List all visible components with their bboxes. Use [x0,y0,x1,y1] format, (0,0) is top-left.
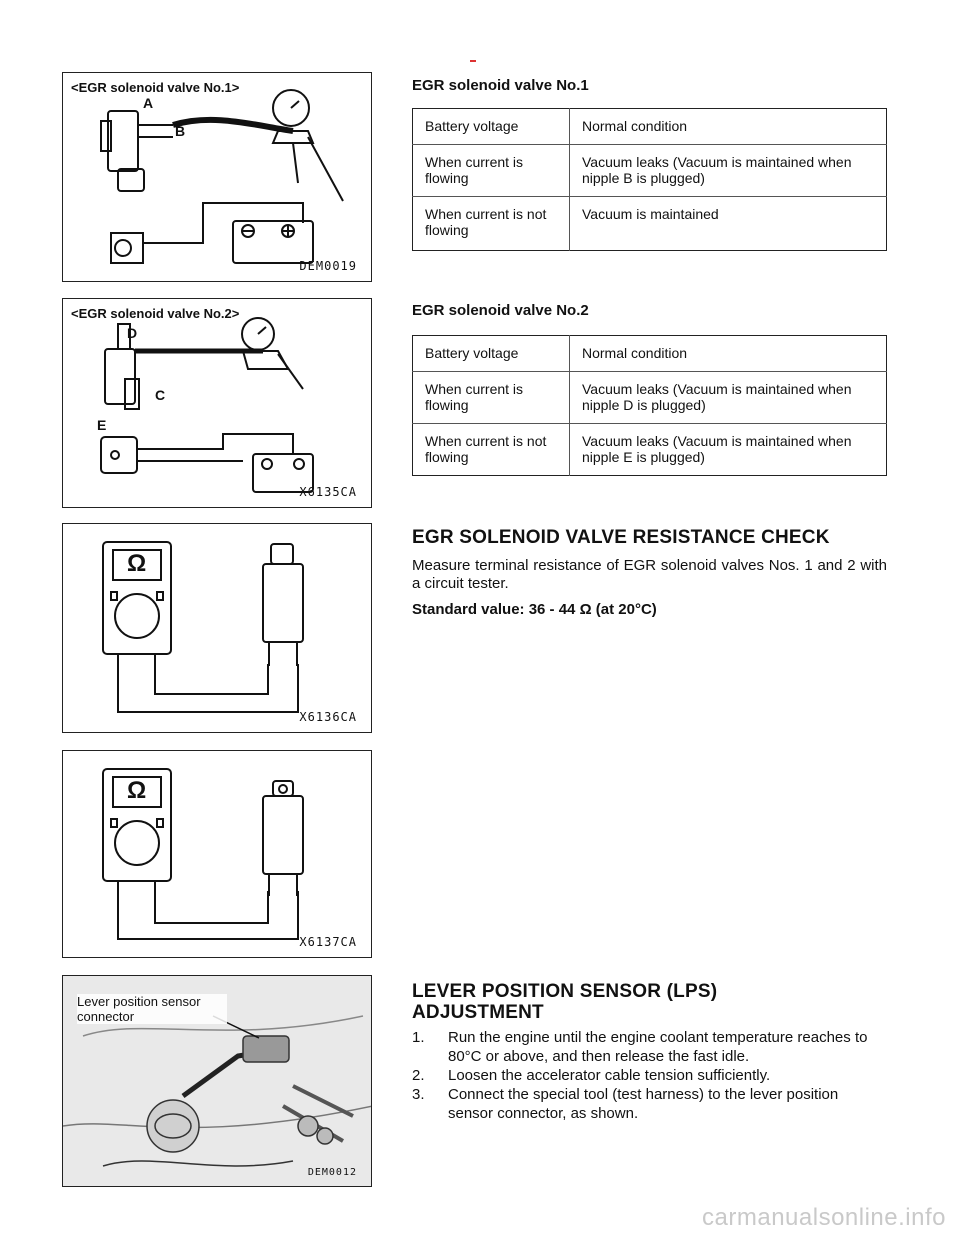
label-c: C [155,387,166,403]
figure-code: DEM0019 [299,259,357,273]
table-cell: When current is not flowing [412,196,570,251]
figure-title: <EGR solenoid valve No.2> [71,306,240,321]
watermark: carmanualsonline.info [702,1204,946,1231]
figure-egr-valve-2: <EGR solenoid valve No.2> D C E X6135CA [62,298,372,508]
figure-lps-connector-photo: Lever position sensor connector DEM0012 [62,975,372,1187]
label-a: A [143,95,154,111]
resistance-body: Measure terminal resistance of EGR solen… [412,557,887,592]
table-cell: Vacuum is maintained [569,196,887,251]
label-e: E [97,417,107,433]
figure-code: DEM0012 [307,1167,357,1178]
step-text: Loosen the accelerator cable tension suf… [448,1067,771,1084]
photo-callout-line1: Lever position sensor [77,994,201,1009]
table-cell: When current is flowing [412,144,570,197]
egr2-table: Battery voltage Normal condition When cu… [412,335,887,476]
table-cell: Vacuum leaks (Vacuum is maintained when … [569,144,887,197]
egr2-title: EGR solenoid valve No.2 [412,302,589,319]
egr1-table: Battery voltage Normal condition When cu… [412,108,887,251]
step-number: 1. [412,1029,425,1046]
figure-code: X6135CA [299,485,357,499]
figure-code: X6136CA [299,710,357,724]
table-cell: Normal condition [582,118,688,134]
list-item: 3. Connect the special tool (test harnes… [412,1085,887,1123]
tester-valve-2-drawing [102,768,304,940]
photo-callout-line2: connector [77,1009,135,1024]
label-b: B [175,123,186,139]
table-row: When current is not flowing Vacuum leaks… [412,423,887,476]
table-row: Battery voltage Normal condition [412,335,887,372]
figure-title: <EGR solenoid valve No.1> [71,80,240,95]
table-row: When current is flowing Vacuum leaks (Va… [412,371,887,424]
step-text: Run the engine until the engine coolant … [448,1029,868,1065]
egr1-title: EGR solenoid valve No.1 [412,77,589,94]
step-text: Connect the special tool (test harness) … [448,1086,839,1122]
label-d: D [127,325,138,341]
standard-value: Standard value: 36 - 44 Ω (at 20°C) [412,601,657,618]
figure-tester-valve-2: Ω X6137CA [62,750,372,958]
table-row: When current is not flowing Vacuum is ma… [412,196,887,251]
top-red-mark [470,60,476,62]
resistance-body-block: Measure terminal resistance of EGR solen… [412,557,887,619]
table-cell: Vacuum leaks (Vacuum is maintained when … [569,423,887,476]
lps-title-line1: LEVER POSITION SENSOR (LPS) [412,981,718,1002]
figure-tester-valve-1: Ω X6136CA [62,523,372,733]
egr-valve-1-drawing [100,89,344,264]
table-cell: Battery voltage [412,335,570,372]
figure-egr-valve-1: <EGR solenoid valve No.1> A B DEM0019 [62,72,372,282]
ohm-symbol: Ω [127,550,147,577]
step-number: 3. [412,1086,425,1103]
table-cell: Vacuum leaks (Vacuum is maintained when … [569,371,887,424]
lps-title: LEVER POSITION SENSOR (LPS) ADJUSTMENT [412,981,887,1023]
lps-title-line2: ADJUSTMENT [412,1002,544,1023]
table-cell: Battery voltage [412,108,570,145]
table-row: When current is flowing Vacuum leaks (Va… [412,144,887,197]
table-cell: Normal condition [582,345,688,361]
step-number: 2. [412,1067,425,1084]
list-item: 1. Run the engine until the engine coola… [412,1028,887,1066]
figure-code: X6137CA [299,935,357,949]
ohm-symbol: Ω [127,777,147,804]
egr-valve-2-drawing [100,317,314,493]
resistance-title: EGR SOLENOID VALVE RESISTANCE CHECK [412,527,830,548]
photo-callout-label: Lever position sensor connector [77,994,227,1024]
list-item: 2. Loosen the accelerator cable tension … [412,1066,887,1085]
table-cell: When current is flowing [412,371,570,424]
lps-steps: 1. Run the engine until the engine coola… [412,1028,887,1123]
table-cell: When current is not flowing [412,423,570,476]
tester-valve-1-drawing [102,541,304,713]
table-row: Battery voltage Normal condition [412,108,887,145]
